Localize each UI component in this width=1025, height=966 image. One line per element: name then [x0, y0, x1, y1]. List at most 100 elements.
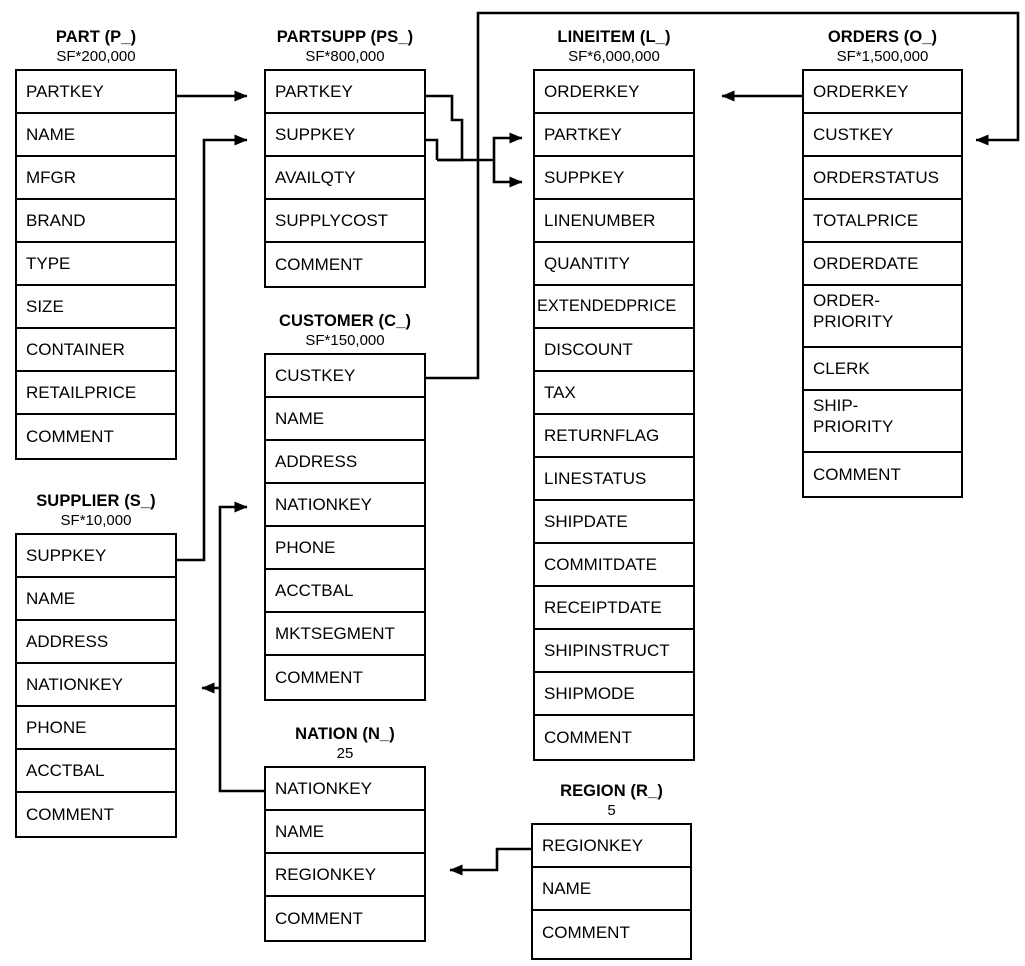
column-lineitem-tax[interactable]: TAX	[535, 372, 693, 415]
column-lineitem-receiptdate[interactable]: RECEIPTDATE	[535, 587, 693, 630]
column-supplier-suppkey[interactable]: SUPPKEY	[17, 535, 175, 578]
table-region-title: REGION (R_)	[560, 782, 663, 800]
wire-partsupp-to-lineitem-partkey	[492, 132, 523, 160]
wire-region-regionkey-to-nation-regionkey	[449, 847, 531, 876]
column-part-type[interactable]: TYPE	[17, 243, 175, 286]
table-nation[interactable]: NATION (N_) 25 NATIONKEY NAME REGIONKEY …	[264, 725, 426, 942]
table-region[interactable]: REGION (R_) 5 REGIONKEY NAME COMMENT	[531, 782, 692, 960]
column-part-brand[interactable]: BRAND	[17, 200, 175, 243]
column-supplier-address[interactable]: ADDRESS	[17, 621, 175, 664]
column-orders-custkey[interactable]: CUSTKEY	[804, 114, 961, 157]
column-nation-comment[interactable]: COMMENT	[266, 897, 424, 940]
wire-partsupp-to-lineitem-suppkey	[492, 160, 523, 188]
column-lineitem-discount[interactable]: DISCOUNT	[535, 329, 693, 372]
table-partsupp-title: PARTSUPP (PS_)	[276, 28, 414, 46]
column-lineitem-quantity[interactable]: QUANTITY	[535, 243, 693, 286]
column-partsupp-availqty[interactable]: AVAILQTY	[266, 157, 424, 200]
column-orders-order-priority-label: ORDER-PRIORITY	[813, 291, 894, 331]
column-orders-orderkey[interactable]: ORDERKEY	[804, 71, 961, 114]
column-orders-orderstatus[interactable]: ORDERSTATUS	[804, 157, 961, 200]
column-part-comment[interactable]: COMMENT	[17, 415, 175, 458]
column-partsupp-comment[interactable]: COMMENT	[266, 243, 424, 286]
column-lineitem-shipmode[interactable]: SHIPMODE	[535, 673, 693, 716]
column-region-comment[interactable]: COMMENT	[533, 911, 690, 954]
column-orders-ship-priority[interactable]: SHIP-PRIORITY	[804, 391, 961, 453]
table-part[interactable]: PART (P_) SF*200,000 PARTKEY NAME MFGR B…	[15, 28, 177, 460]
column-nation-nationkey[interactable]: NATIONKEY	[266, 768, 424, 811]
column-part-container[interactable]: CONTAINER	[17, 329, 175, 372]
column-lineitem-comment[interactable]: COMMENT	[535, 716, 693, 759]
column-customer-name[interactable]: NAME	[266, 398, 424, 441]
table-partsupp[interactable]: PARTSUPP (PS_) SF*800,000 PARTKEY SUPPKE…	[264, 28, 426, 288]
column-part-size[interactable]: SIZE	[17, 286, 175, 329]
column-customer-custkey[interactable]: CUSTKEY	[266, 355, 424, 398]
column-part-name[interactable]: NAME	[17, 114, 175, 157]
column-orders-ship-priority-label: SHIP-PRIORITY	[813, 396, 894, 436]
column-part-partkey[interactable]: PARTKEY	[17, 71, 175, 114]
table-customer-cardinality: SF*150,000	[305, 332, 385, 349]
column-region-name[interactable]: NAME	[533, 868, 690, 911]
column-lineitem-suppkey[interactable]: SUPPKEY	[535, 157, 693, 200]
wire-nation-nationkey-trunk	[218, 501, 264, 793]
column-customer-mktsegment[interactable]: MKTSEGMENT	[266, 613, 424, 656]
column-part-mfgr[interactable]: MFGR	[17, 157, 175, 200]
column-supplier-phone[interactable]: PHONE	[17, 707, 175, 750]
table-supplier-columns: SUPPKEY NAME ADDRESS NATIONKEY PHONE ACC…	[15, 533, 177, 838]
column-lineitem-linenumber[interactable]: LINENUMBER	[535, 200, 693, 243]
column-orders-totalprice[interactable]: TOTALPRICE	[804, 200, 961, 243]
table-customer-columns: CUSTKEY NAME ADDRESS NATIONKEY PHONE ACC…	[264, 353, 426, 701]
table-supplier-cardinality: SF*10,000	[60, 512, 132, 529]
table-orders-columns: ORDERKEY CUSTKEY ORDERSTATUS TOTALPRICE …	[802, 69, 963, 498]
table-nation-columns: NATIONKEY NAME REGIONKEY COMMENT	[264, 766, 426, 942]
table-part-title: PART (P_)	[55, 28, 137, 46]
wire-partsupp-partkey-branch	[426, 94, 464, 162]
column-partsupp-supplycost[interactable]: SUPPLYCOST	[266, 200, 424, 243]
column-part-retailprice[interactable]: RETAILPRICE	[17, 372, 175, 415]
column-supplier-nationkey[interactable]: NATIONKEY	[17, 664, 175, 707]
column-customer-phone[interactable]: PHONE	[266, 527, 424, 570]
column-customer-nationkey[interactable]: NATIONKEY	[266, 484, 424, 527]
table-lineitem-columns: ORDERKEY PARTKEY SUPPKEY LINENUMBER QUAN…	[533, 69, 695, 761]
table-region-cardinality: 5	[607, 802, 616, 819]
column-orders-clerk[interactable]: CLERK	[804, 348, 961, 391]
table-orders-title: ORDERS (O_)	[827, 28, 938, 46]
column-partsupp-partkey[interactable]: PARTKEY	[266, 71, 424, 114]
table-lineitem[interactable]: LINEITEM (L_) SF*6,000,000 ORDERKEY PART…	[533, 28, 695, 761]
column-lineitem-orderkey[interactable]: ORDERKEY	[535, 71, 693, 114]
column-nation-name[interactable]: NAME	[266, 811, 424, 854]
table-customer[interactable]: CUSTOMER (C_) SF*150,000 CUSTKEY NAME AD…	[264, 312, 426, 701]
table-nation-cardinality: 25	[336, 745, 354, 762]
column-lineitem-commitdate[interactable]: COMMITDATE	[535, 544, 693, 587]
table-orders[interactable]: ORDERS (O_) SF*1,500,000 ORDERKEY CUSTKE…	[802, 28, 963, 498]
column-lineitem-shipinstruct[interactable]: SHIPINSTRUCT	[535, 630, 693, 673]
column-lineitem-linestatus[interactable]: LINESTATUS	[535, 458, 693, 501]
column-partsupp-suppkey[interactable]: SUPPKEY	[266, 114, 424, 157]
column-supplier-name[interactable]: NAME	[17, 578, 175, 621]
column-lineitem-returnflag[interactable]: RETURNFLAG	[535, 415, 693, 458]
table-customer-title: CUSTOMER (C_)	[278, 312, 412, 330]
column-orders-comment[interactable]: COMMENT	[804, 453, 961, 496]
table-supplier[interactable]: SUPPLIER (S_) SF*10,000 SUPPKEY NAME ADD…	[15, 492, 177, 838]
column-lineitem-shipdate[interactable]: SHIPDATE	[535, 501, 693, 544]
column-orders-orderdate[interactable]: ORDERDATE	[804, 243, 961, 286]
column-customer-comment[interactable]: COMMENT	[266, 656, 424, 699]
column-customer-acctbal[interactable]: ACCTBAL	[266, 570, 424, 613]
wire-supplier-suppkey-to-partsupp-suppkey	[177, 134, 248, 562]
table-supplier-title: SUPPLIER (S_)	[36, 492, 156, 510]
table-partsupp-columns: PARTKEY SUPPKEY AVAILQTY SUPPLYCOST COMM…	[264, 69, 426, 288]
column-supplier-comment[interactable]: COMMENT	[17, 793, 175, 836]
column-supplier-acctbal[interactable]: ACCTBAL	[17, 750, 175, 793]
column-lineitem-partkey[interactable]: PARTKEY	[535, 114, 693, 157]
column-lineitem-extendedprice[interactable]: EXTENDEDPRICE	[535, 286, 693, 329]
table-partsupp-cardinality: SF*800,000	[305, 48, 385, 65]
column-region-regionkey[interactable]: REGIONKEY	[533, 825, 690, 868]
table-part-cardinality: SF*200,000	[56, 48, 136, 65]
column-orders-order-priority[interactable]: ORDER-PRIORITY	[804, 286, 961, 348]
table-orders-cardinality: SF*1,500,000	[836, 48, 929, 65]
column-customer-address[interactable]: ADDRESS	[266, 441, 424, 484]
column-nation-regionkey[interactable]: REGIONKEY	[266, 854, 424, 897]
table-nation-title: NATION (N_)	[295, 725, 395, 743]
table-part-columns: PARTKEY NAME MFGR BRAND TYPE SIZE CONTAI…	[15, 69, 177, 460]
table-lineitem-title: LINEITEM (L_)	[557, 28, 671, 46]
